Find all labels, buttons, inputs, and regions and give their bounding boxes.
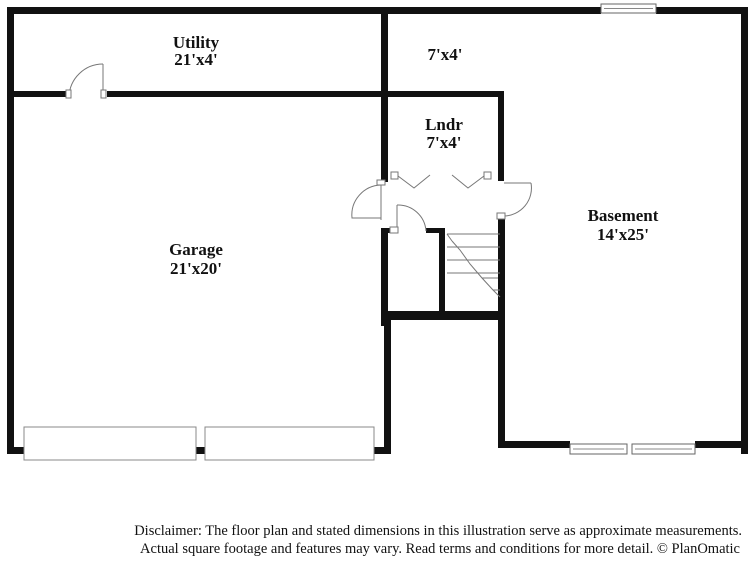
laundry-name: Lndr xyxy=(425,115,463,134)
disclaimer-line-1: Disclaimer: The floor plan and stated di… xyxy=(134,523,742,539)
basement-dims: 14'x25' xyxy=(597,225,649,244)
garage-name: Garage xyxy=(169,240,223,259)
utility-name: Utility xyxy=(173,33,220,52)
room-labels: Utility 21'x4' 7'x4' Lndr 7'x4' Garage 2… xyxy=(169,33,659,278)
walls xyxy=(7,7,748,454)
garage-door-right xyxy=(204,426,375,461)
garage-dims: 21'x20' xyxy=(170,259,222,278)
stairs xyxy=(446,233,501,298)
doors xyxy=(65,63,532,234)
windows xyxy=(569,3,696,455)
disclaimer-line-2: Actual square footage and features may v… xyxy=(140,541,740,557)
basement-name: Basement xyxy=(588,206,659,225)
garage-doors xyxy=(23,426,375,461)
garage-door-left xyxy=(23,426,197,461)
utility-dims: 21'x4' xyxy=(174,50,217,69)
laundry-dims: 7'x4' xyxy=(427,133,462,152)
closet-dims: 7'x4' xyxy=(428,45,463,64)
